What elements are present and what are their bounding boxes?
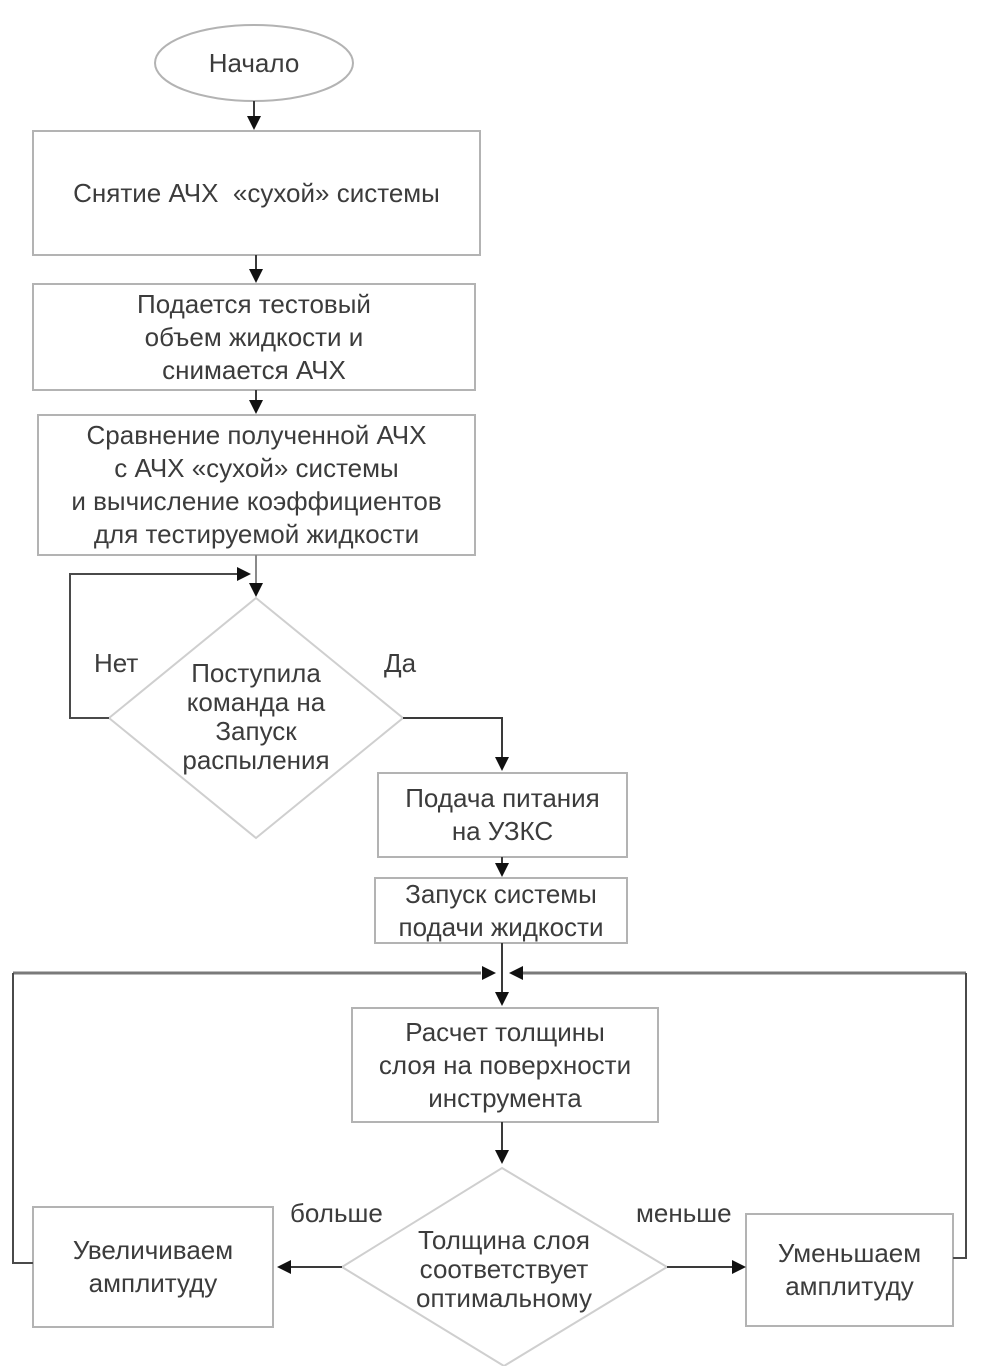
- arrow-left-icon: [277, 1260, 291, 1274]
- arrow-down-icon: [495, 1150, 509, 1164]
- node-step2: Подается тестовый объем жидкости и снима…: [137, 288, 371, 385]
- node-decrease-amplitude: Уменьшаем амплитуду: [777, 1238, 922, 1301]
- edge-yes-step4: [403, 717, 503, 757]
- decision2-diamond-shape: [340, 1166, 669, 1366]
- edge-label-less: меньше: [636, 1198, 732, 1228]
- arrowheads: [237, 116, 746, 1274]
- node-step5: Запуск системы подачи жидкости: [398, 878, 604, 942]
- arrow-down-icon: [495, 757, 509, 771]
- arrow-right-icon: [237, 567, 251, 581]
- decision-diamonds: [107, 596, 669, 1366]
- decision1-diamond-shape: [107, 596, 405, 840]
- step1-box-shape: [32, 130, 481, 256]
- step2-box-shape: [32, 283, 476, 391]
- node-decision1: Поступила команда на Запуск распыления: [182, 658, 330, 775]
- arrow-right-icon: [732, 1260, 746, 1274]
- step6-box-shape: [351, 1007, 659, 1123]
- node-step4: Подача питания на УЗКС: [405, 783, 600, 846]
- step3-box-shape: [37, 414, 476, 556]
- arrow-down-icon: [249, 269, 263, 283]
- process-boxes: [32, 24, 954, 1328]
- node-step3: Сравнение полученной АЧХ с АЧХ «сухой» с…: [71, 420, 442, 549]
- arrow-down-icon: [495, 863, 509, 877]
- arrow-down-icon: [249, 583, 263, 597]
- increase-box-shape: [32, 1206, 274, 1328]
- node-increase-amplitude: Увеличиваем амплитуду: [72, 1235, 234, 1298]
- arrow-left-icon: [509, 966, 523, 980]
- arrow-down-icon: [495, 992, 509, 1006]
- edge-label-yes: Да: [384, 648, 417, 678]
- edge-label-more: больше: [290, 1198, 383, 1228]
- arrow-down-icon: [249, 400, 263, 414]
- node-start: Начало: [208, 48, 300, 78]
- node-step6: Расчет толщины слоя на поверхности инстр…: [378, 1016, 632, 1113]
- edge-label-no: Нет: [94, 648, 139, 678]
- node-decision2: Толщина слоя соответствует оптимальному: [415, 1225, 592, 1313]
- node-step1: Снятие АЧХ «сухой» системы: [73, 177, 440, 208]
- arrow-down-icon: [247, 116, 261, 130]
- decrease-box-shape: [745, 1213, 954, 1327]
- arrow-right-icon: [482, 966, 496, 980]
- feedback-loop-left: [12, 973, 33, 1264]
- edge-no-loop: [69, 573, 238, 719]
- connector-lines: [12, 101, 967, 1268]
- feedback-loop-right: [953, 973, 967, 1259]
